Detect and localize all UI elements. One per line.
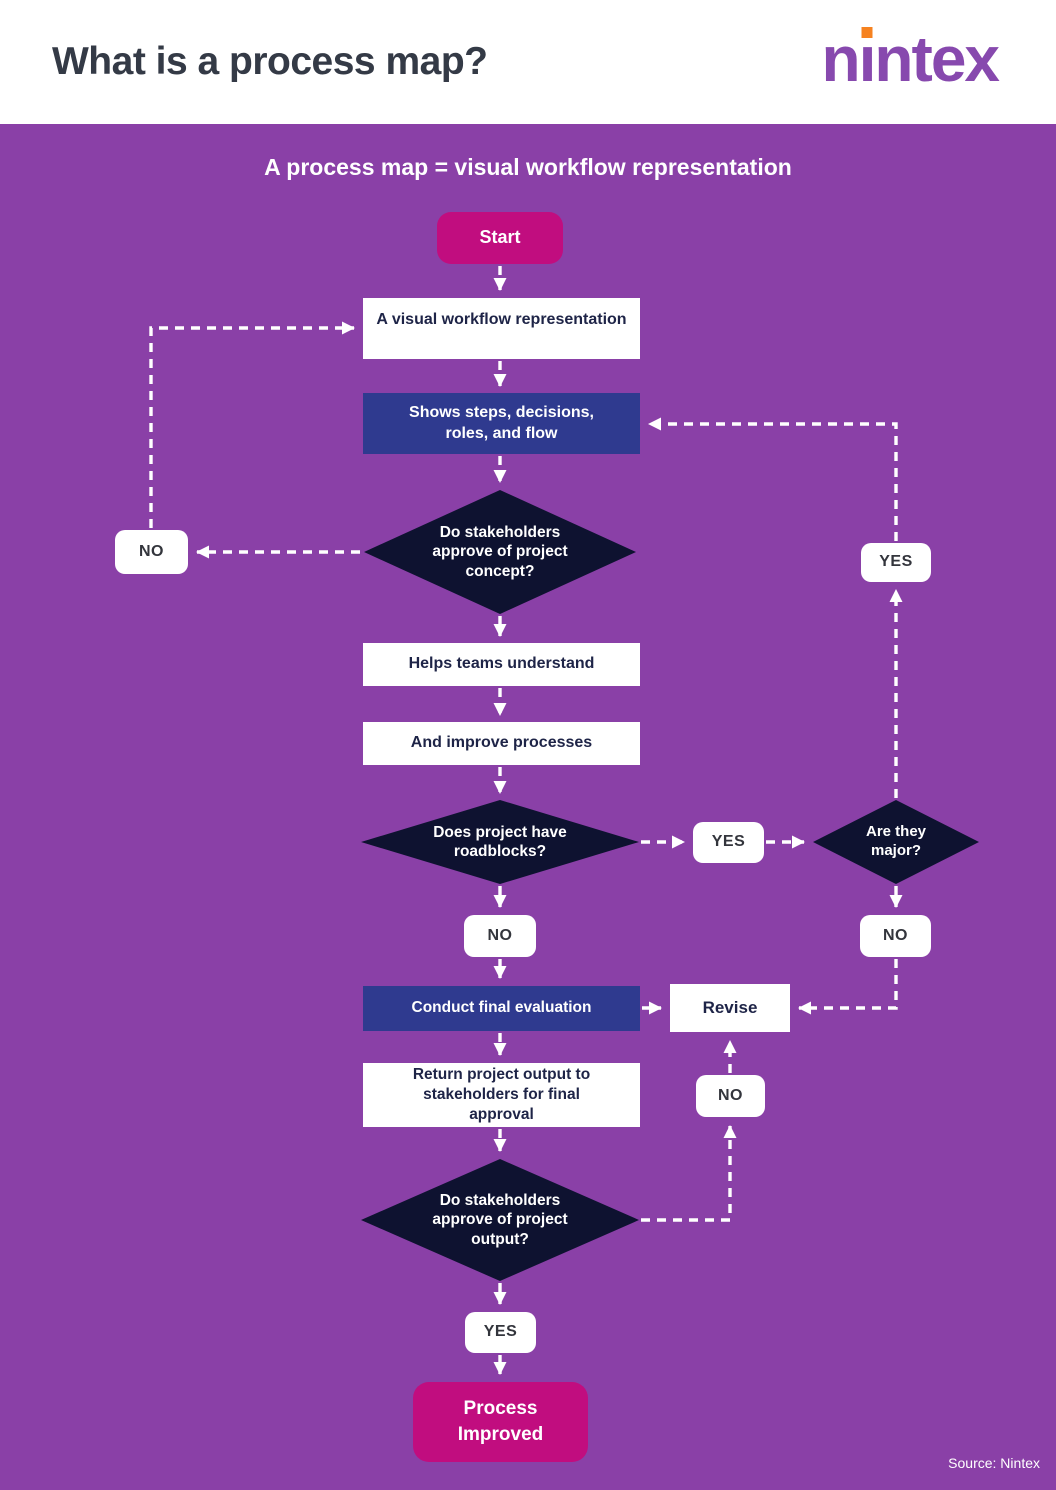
label-no-concept: NO: [115, 530, 188, 574]
node-shows-steps: Shows steps, decisions, roles, and flow: [363, 393, 640, 454]
logo-text-ntex: ntex: [874, 23, 1000, 95]
logo-text-n: n: [821, 23, 861, 95]
label-yes-output: YES: [465, 1312, 536, 1353]
diagram-subtitle: A process map = visual workflow represen…: [264, 154, 792, 180]
label-yes-loop: YES: [861, 543, 931, 582]
node-final-evaluation: Conduct final evaluation: [363, 986, 640, 1031]
logo-letter-i: ı: [858, 23, 877, 95]
node-visual-representation: A visual workflow representation: [363, 298, 640, 359]
logo-orange-dot-icon: [861, 27, 873, 38]
label-no-roadblocks: NO: [464, 915, 536, 957]
node-start: Start: [437, 212, 563, 264]
node-process-improved: Process Improved: [413, 1382, 588, 1462]
node-return-output: Return project output to stakeholders fo…: [363, 1063, 640, 1127]
node-revise: Revise: [670, 984, 790, 1032]
label-yes-roadblocks: YES: [693, 822, 764, 863]
label-no-major: NO: [860, 915, 931, 957]
node-improve-processes: And improve processes: [363, 722, 640, 765]
node-helps-teams: Helps teams understand: [363, 643, 640, 686]
source-credit: Source: Nintex: [948, 1455, 1040, 1471]
label-no-output: NO: [696, 1075, 765, 1117]
page-title: What is a process map?: [52, 40, 488, 83]
